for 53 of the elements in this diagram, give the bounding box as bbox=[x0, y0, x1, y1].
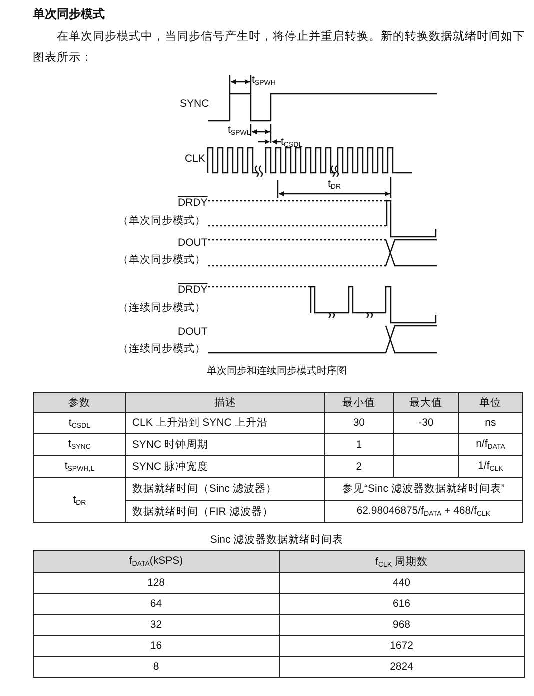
table-cell: SYNC 脉冲宽度 bbox=[126, 456, 325, 478]
table-cell: ns bbox=[458, 412, 522, 434]
table-cell: 参见“Sinc 滤波器数据就绪时间表” bbox=[324, 478, 522, 500]
table-cell: 数据就绪时间（Sinc 滤波器） bbox=[126, 478, 325, 500]
table-cell: t$_{SPWH,L}$ bbox=[34, 456, 126, 478]
table-title: Sinc 滤波器数据就绪时间表 bbox=[209, 533, 345, 547]
timing-label: t$_{CSDL}$ bbox=[281, 136, 303, 149]
table-cell: 2 bbox=[324, 456, 394, 478]
header-cell: 单位 bbox=[458, 392, 522, 412]
signal-mode-label: （单次同步模式） bbox=[118, 214, 206, 228]
table-cell: 1672 bbox=[279, 636, 524, 656]
header-cell: 最小值 bbox=[324, 392, 394, 412]
table-cell: t$_{CSDL}$ bbox=[34, 412, 126, 434]
table-cell: 数据就绪时间（FIR 滤波器） bbox=[126, 500, 325, 522]
signal-mode-label: （连续同步模式） bbox=[118, 301, 206, 315]
signal-mode-label: （连续同步模式） bbox=[118, 342, 206, 356]
table-cell: 1/f$_{CLK}$ bbox=[458, 456, 522, 478]
table-cell: 128 bbox=[34, 572, 279, 594]
table-cell: 32 bbox=[34, 614, 279, 636]
table-cell: 1 bbox=[324, 434, 394, 456]
header-cell: f$_{CLK}$ 周期数 bbox=[279, 550, 524, 572]
figure-caption: 单次同步和连续同步模式时序图 bbox=[206, 364, 348, 378]
header-cell: 参数 bbox=[34, 392, 126, 412]
table-cell: 8 bbox=[34, 656, 279, 678]
timing-label: t$_{SPWL}$ bbox=[228, 124, 251, 137]
paragraph-text: 在单次同步模式中，当同步信号产生时，将停止并重启转换。新的转换数据就绪时间如下图表所示： bbox=[33, 29, 526, 66]
section-heading: 单次同步模式 bbox=[33, 6, 105, 23]
table-cell: t$_{SYNC}$ bbox=[34, 434, 126, 456]
table-cell: 62.98046875/f$_{DATA}$ + 468/f$_{CLK}$ bbox=[324, 500, 522, 522]
table-cell: t$_{DR}$ bbox=[34, 478, 126, 522]
signal-name: DOUT bbox=[178, 237, 208, 249]
signal-name: DOUT bbox=[178, 326, 208, 338]
table-cell: 64 bbox=[34, 594, 279, 614]
header-cell: 最大值 bbox=[393, 392, 459, 412]
header-cell: f$_{DATA}$(kSPS) bbox=[34, 550, 279, 572]
table-cell: 968 bbox=[279, 614, 524, 636]
signal-mode-label: （单次同步模式） bbox=[118, 253, 206, 267]
header-cell: 描述 bbox=[126, 392, 325, 412]
timing-label: t$_{DR}$ bbox=[328, 178, 342, 191]
table-cell: CLK 上升沿到 SYNC 上升沿 bbox=[126, 412, 325, 434]
table-cell: 2824 bbox=[279, 656, 524, 678]
signal-name: DRDY bbox=[178, 197, 208, 209]
table-cell: 16 bbox=[34, 636, 279, 656]
signal-name: CLK bbox=[185, 153, 206, 165]
table-cell: n/f$_{DATA}$ bbox=[458, 434, 522, 456]
table-cell: 616 bbox=[279, 594, 524, 614]
table-cell: 30 bbox=[324, 412, 394, 434]
table-cell: SYNC 时钟周期 bbox=[126, 434, 325, 456]
signal-name: SYNC bbox=[180, 98, 210, 110]
table-cell: -30 bbox=[393, 412, 459, 434]
timing-label: t$_{SPWH}$ bbox=[252, 74, 276, 87]
table-cell: 440 bbox=[279, 572, 524, 594]
signal-name: DRDY bbox=[178, 284, 208, 296]
